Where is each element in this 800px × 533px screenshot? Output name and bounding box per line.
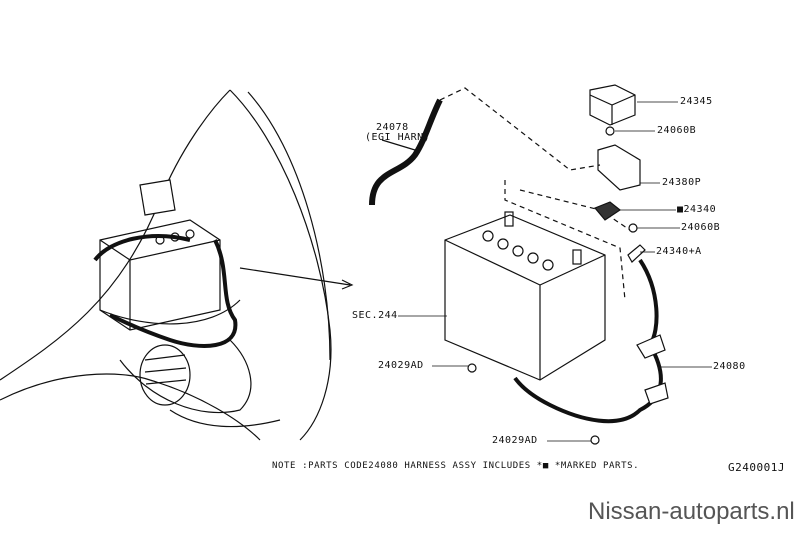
label-24078: 24078 [376,122,409,133]
label-egi-harness: (EGI HARN) [365,132,431,143]
terminal-24340a [627,244,646,263]
label-24380p: 24380P [662,177,702,188]
parts-note: NOTE :PARTS CODE24080 HARNESS ASSY INCLU… [272,461,640,471]
bolt-24029ad [467,363,477,373]
vehicle-front-outline [0,89,332,441]
label-24340a: 24340+A [656,246,702,257]
leader-line [381,139,416,151]
harness-24080 [513,258,663,424]
left-battery-illustration [93,179,238,348]
bracket-24380p [597,144,641,191]
watermark: Nissan-autoparts.nl [588,498,795,525]
label-24340: ■24340 [677,204,717,215]
diagram-code: G240001J [728,461,785,474]
egi-harness [369,98,443,206]
leader-lines [398,101,712,442]
relay-box-24345 [589,84,636,126]
nut-24060b-lower [628,223,638,233]
label-sec244: SEC.244 [352,310,398,321]
label-24029ad-bottom: 24029AD [492,435,538,446]
label-24345: 24345 [680,96,713,107]
label-24060b-bottom: 24060B [681,222,721,233]
main-battery [444,211,606,381]
nut-24060b [605,126,615,136]
terminal-24340 [594,201,622,221]
label-24080: 24080 [713,361,746,372]
label-24060b-top: 24060B [657,125,697,136]
label-24029ad-left: 24029AD [378,360,424,371]
callout-arrow [239,267,354,290]
bolt-24029ad-lower [590,435,600,445]
